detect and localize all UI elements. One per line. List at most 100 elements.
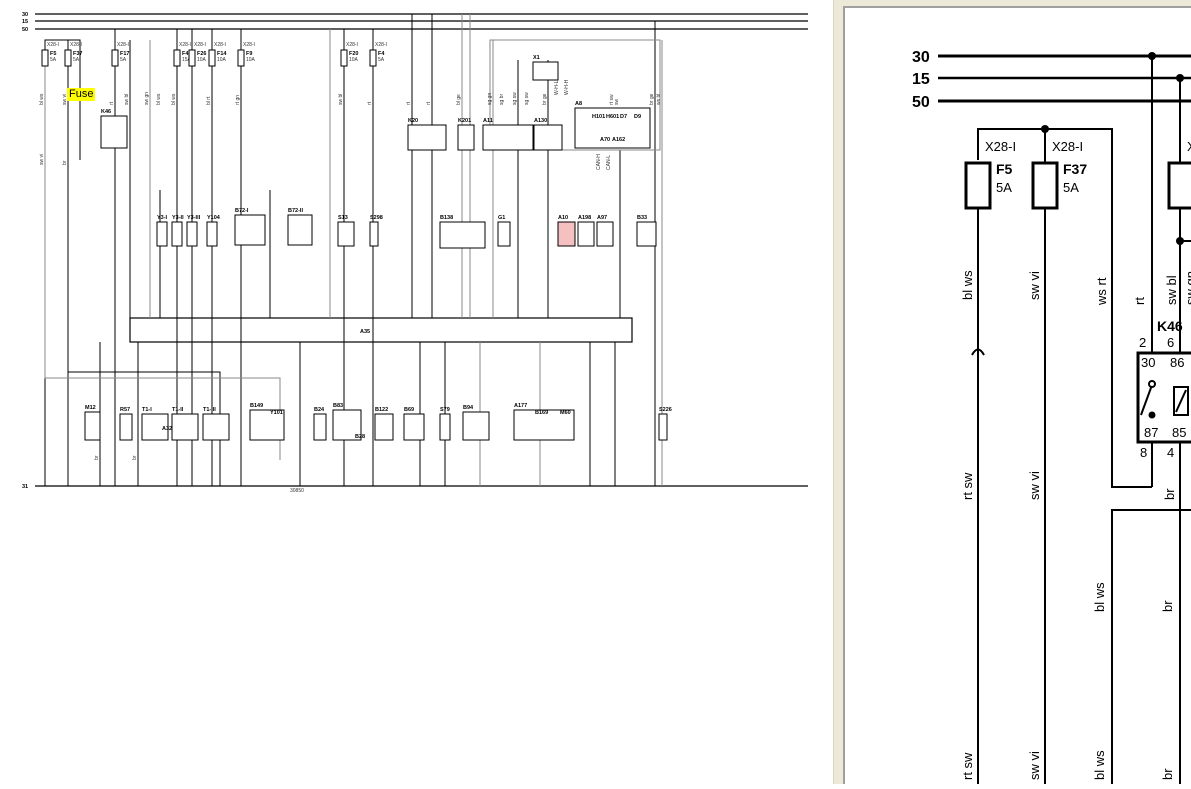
fuse-f37[interactable] [1031,161,1059,210]
component-s298[interactable] [369,221,379,247]
schematic-zoom-pane[interactable]: 30 15 50 X28-I X28-I X F5 5A F37 5A K46 … [843,6,1191,784]
wire-color-label: rt sw [960,472,975,500]
wire-color-label: bl ge [456,94,462,105]
component-b33[interactable] [636,221,657,247]
component-label: A32 [162,426,172,432]
fuse-f20[interactable] [340,49,348,67]
component-a177[interactable] [513,409,575,441]
fuse-f14[interactable] [208,49,216,67]
wiring-diagram-zoomed: 30 15 50 X28-I X28-I X F5 5A F37 5A K46 … [912,49,1191,784]
fuse-f5-connector: X28-I [985,139,1016,154]
component-k46[interactable] [100,115,128,149]
wire-color-label: rt [367,101,373,105]
component-x1[interactable] [532,61,559,81]
component-a11[interactable] [482,124,534,151]
fuse-f37[interactable] [64,49,72,67]
pane-splitter[interactable] [833,0,844,784]
component-t1-iii[interactable] [202,413,230,441]
fuse-f5-rating: 5A [996,180,1012,195]
component-b69[interactable] [403,413,425,441]
component-label: A130 [534,118,547,124]
fuse-rating: 10A [349,57,359,63]
wire-color-label: sg gn [487,93,493,105]
component-b24[interactable] [313,413,327,441]
component-m12[interactable] [84,411,101,441]
component-a10[interactable] [557,221,576,247]
component-b138[interactable] [439,221,486,249]
wire-color-label: bl ws [1092,750,1107,780]
wire-color-label: bl ws [960,270,975,300]
wire-color-label: sw gn [144,92,150,105]
junction-dot [1148,52,1156,60]
wire-color-label: br [1162,488,1177,500]
wire-color-label: sw vi [62,94,68,105]
component-a130[interactable] [533,124,563,151]
wire-color-label: br ge [542,93,548,105]
fuse-f41[interactable] [173,49,181,67]
component-label: A8 [575,101,582,107]
component-y3-iii[interactable] [186,221,198,247]
component-label: S79 [440,407,450,413]
fuse-label: F9 [246,51,252,57]
bus-label-15: 15 [912,71,930,88]
component-label: D7 [620,114,627,120]
component-s226[interactable] [658,413,668,441]
component-b72-i[interactable] [234,214,266,246]
component-k201[interactable] [457,124,475,151]
component-b122[interactable] [374,413,394,441]
component-s13[interactable] [337,221,355,247]
wire-color-label: sw [614,99,620,106]
relay-terminal-30: 30 [1141,355,1155,370]
fuse-label: F20 [349,51,358,57]
component-a8[interactable] [574,107,651,149]
component-b72-ii[interactable] [287,214,313,246]
component-label: B24 [314,407,325,413]
fuse-f5[interactable] [964,161,992,210]
component-label: B72-II [288,208,303,214]
component-label: G1 [498,215,505,221]
component-label: H601 [606,114,619,120]
component-label: B72-I [235,208,249,214]
wire-color-label: bl rt [206,96,212,105]
bus-label-50: 50 [912,94,930,111]
component-label: A70 [600,137,610,143]
component-t1-ii[interactable] [171,413,199,441]
wire-color-label: rt sw [609,94,615,105]
component-label: B28 [355,434,365,440]
a35-control-unit[interactable] [129,317,633,343]
component-a97[interactable] [596,221,614,247]
fuse-f9[interactable] [237,49,245,67]
component-label: A162 [612,137,625,143]
component-y3-ii[interactable] [171,221,183,247]
component-label: S13 [338,215,348,221]
fuse-f4[interactable] [369,49,377,67]
wire-color-label: sg sw [524,92,530,105]
component-label: T1-II [172,407,184,413]
relay-terminal-85: 85 [1172,425,1186,440]
component-a198[interactable] [577,221,595,247]
component-y104[interactable] [206,221,218,247]
component-b149[interactable] [249,409,285,441]
component-label: R57 [120,407,130,413]
component-y3-i[interactable] [156,221,168,247]
component-k20[interactable] [407,124,447,151]
component-label: K20 [408,118,418,124]
component-s79[interactable] [439,413,451,441]
component-g1[interactable] [497,221,511,247]
fuse-f5[interactable] [41,49,49,67]
wiring-diagram-overview: 30 15 50 31 30850 F55AX28-IF375AX28-IF17… [22,12,808,494]
component-label: T1-I [142,407,152,413]
fuse-f17[interactable] [111,49,119,67]
component-label: M60 [560,410,571,416]
fuse-f26[interactable] [188,49,196,67]
drawing-number: 30850 [290,488,304,494]
relay-pin-6: 6 [1167,335,1174,350]
component-r57[interactable] [119,413,133,441]
component-b94[interactable] [462,411,490,441]
component-t1-i[interactable] [141,413,169,441]
wire-color-label: sw vi [1027,271,1042,300]
fuse-third[interactable] [1167,161,1191,210]
component-b83[interactable] [332,409,362,441]
relay-pin-4: 4 [1167,445,1174,460]
